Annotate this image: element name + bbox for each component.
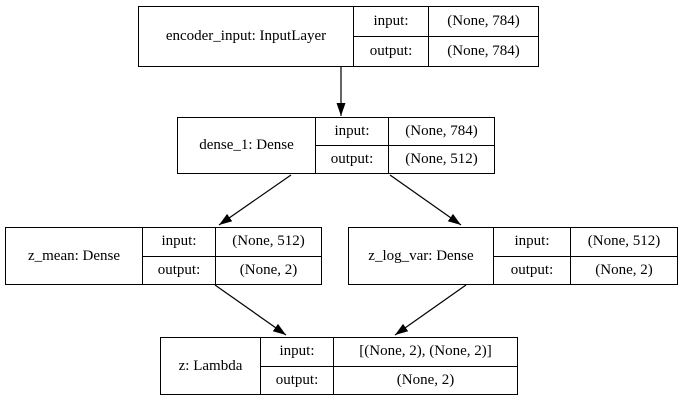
edge-dense-1-to-z-log-var [389, 174, 462, 226]
layer-name-label: dense_1: Dense [178, 118, 316, 173]
input-label: input: [514, 233, 550, 250]
output-label: output: [316, 145, 388, 173]
input-label: input: [161, 233, 197, 250]
output-shape-value: (None, 2) [216, 255, 321, 285]
input-label: input: [334, 123, 370, 139]
layer-node-encoder-input: encoder_input: InputLayer input: output:… [138, 6, 539, 67]
output-label: output: [354, 36, 428, 66]
edge-dense-1-to-z-mean [218, 174, 292, 226]
input-shape-value: (None, 784) [405, 123, 478, 139]
layer-node-z-log-var: z_log_var: Dense input: output: (None, 5… [348, 227, 678, 285]
output-shape-value: (None, 2) [571, 255, 677, 285]
input-label: input: [279, 343, 315, 360]
output-shape-value: (None, 512) [389, 145, 494, 173]
edge-z-log-var-to-z [394, 284, 467, 336]
layer-name-label: encoder_input: InputLayer [139, 7, 354, 66]
output-label: output: [494, 255, 570, 285]
layer-name-label: z_log_var: Dense [349, 228, 494, 284]
input-shape-value: (None, 512) [587, 233, 661, 250]
input-shape-value: (None, 784) [447, 13, 520, 29]
output-label: output: [143, 255, 215, 285]
layer-node-z-mean: z_mean: Dense input: output: (None, 512)… [5, 227, 322, 285]
output-label: output: [261, 365, 333, 395]
layer-node-z: z: Lambda input: output: [(None, 2), (No… [160, 337, 518, 395]
edge-z-mean-to-z [214, 284, 287, 336]
layer-name-label: z: Lambda [161, 338, 261, 394]
input-shape-value: [(None, 2), (None, 2)] [359, 343, 492, 360]
layer-name-label: z_mean: Dense [6, 228, 143, 284]
input-shape-value: (None, 512) [232, 233, 305, 250]
output-shape-value: (None, 784) [429, 36, 538, 66]
output-shape-value: (None, 2) [334, 365, 517, 395]
layer-node-dense-1: dense_1: Dense input: output: (None, 784… [177, 117, 495, 174]
input-label: input: [373, 13, 409, 29]
